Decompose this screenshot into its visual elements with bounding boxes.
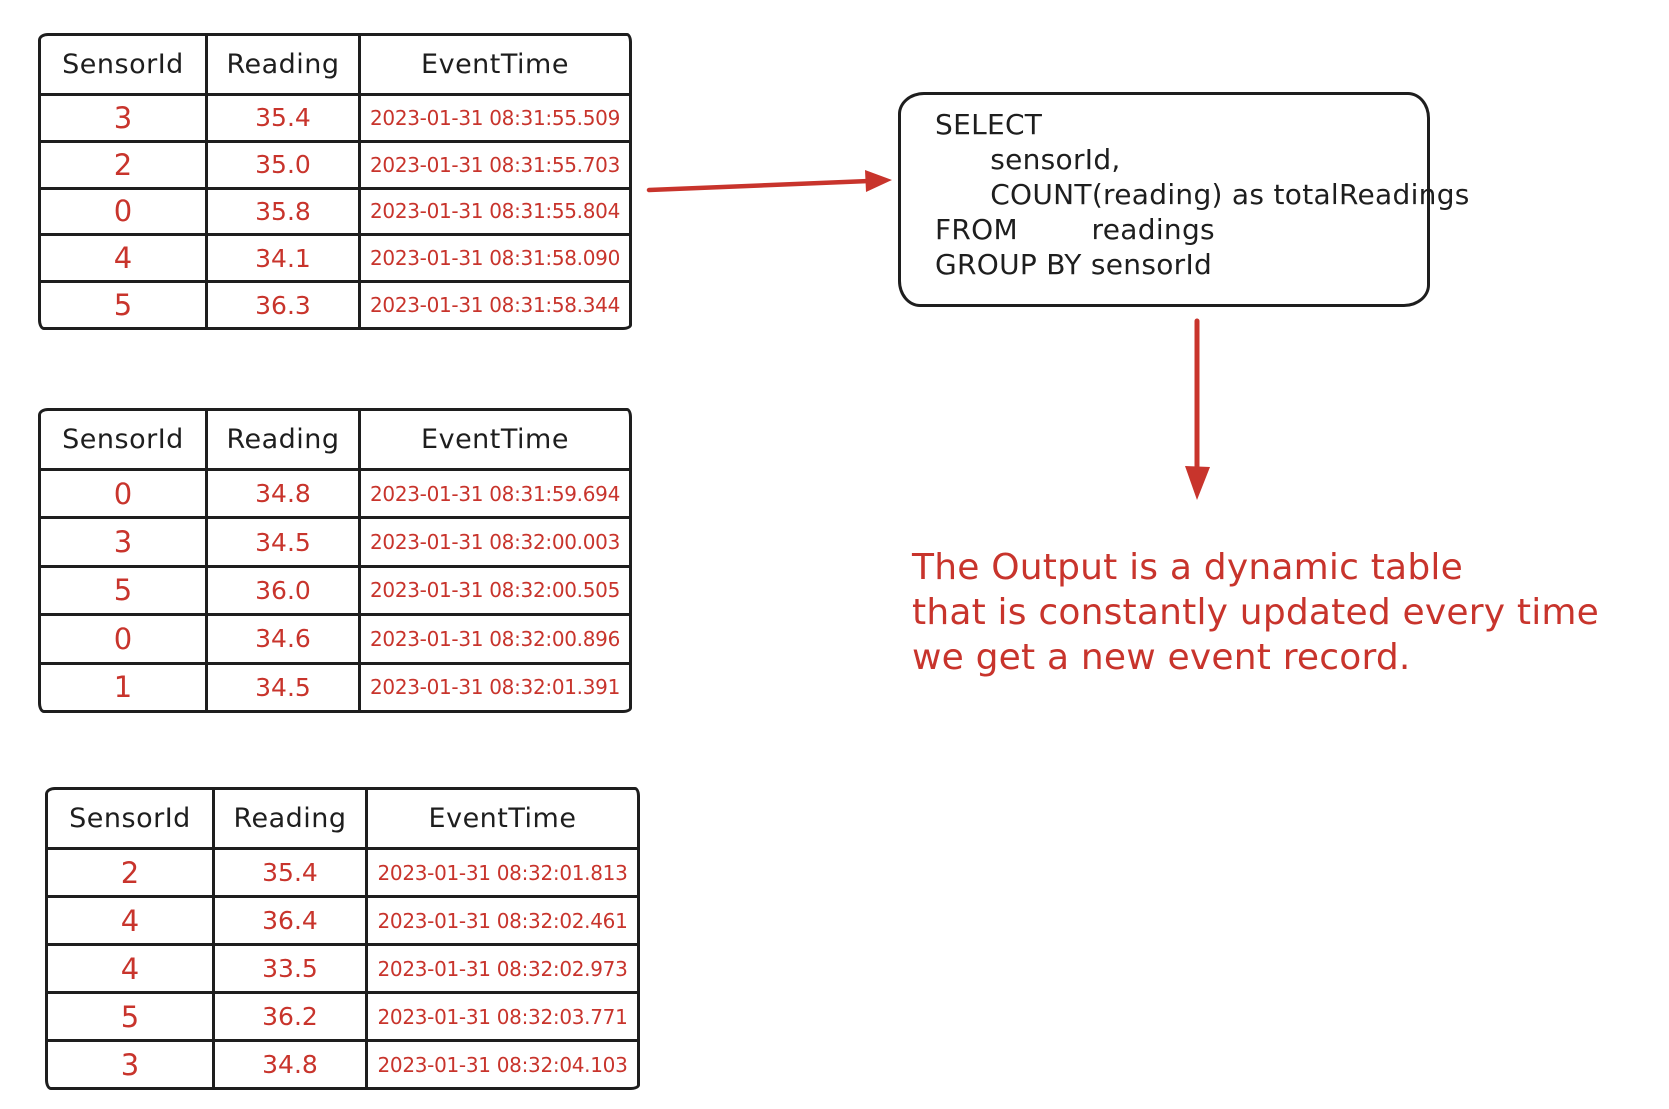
table-cell: 2023-01-31 08:31:59.694 <box>361 468 629 516</box>
note-line: we get a new event record. <box>912 637 1411 678</box>
table-cell: 33.5 <box>215 943 368 991</box>
table-cell: 34.5 <box>208 661 361 710</box>
table-cell: 2023-01-31 08:31:58.344 <box>361 280 629 327</box>
table-cell: 2 <box>48 847 215 895</box>
note-line: The Output is a dynamic table <box>912 547 1463 588</box>
table-cell: 35.4 <box>208 93 361 140</box>
table-cell: 2023-01-31 08:31:55.804 <box>361 186 629 234</box>
sql-line: COUNT(reading) as totalReadings <box>935 178 1470 211</box>
table-cell: 2023-01-31 08:31:58.090 <box>361 233 629 280</box>
arrow-right-icon <box>646 170 892 193</box>
table-cell: 5 <box>41 564 208 614</box>
table-cell: 3 <box>41 93 208 140</box>
table-cell: 36.4 <box>215 895 368 943</box>
sql-line: SELECT <box>935 108 1043 141</box>
note-line: that is constantly updated every time <box>912 592 1600 633</box>
table-cell: 1 <box>41 661 208 710</box>
header-cell: SensorId <box>41 411 208 468</box>
output-note: The Output is a dynamic table that is co… <box>912 545 1599 680</box>
table-cell: 2023-01-31 08:32:04.103 <box>368 1039 637 1087</box>
sql-line: FROM readings <box>935 213 1215 246</box>
table-cell: 2023-01-31 08:32:03.771 <box>368 991 637 1039</box>
table-cell: 4 <box>48 895 215 943</box>
table-cell: 0 <box>41 468 208 517</box>
table-cell: 2023-01-31 08:31:55.509 <box>361 93 629 140</box>
arrow-down-icon <box>1185 318 1210 500</box>
table-cell: 4 <box>48 943 215 991</box>
table-cell: 34.6 <box>208 613 361 662</box>
header-cell: Reading <box>208 411 361 468</box>
table-cell: 34.8 <box>208 468 361 517</box>
table-cell: 36.3 <box>208 280 361 327</box>
table-cell: 3 <box>48 1039 215 1087</box>
table-cell: 36.2 <box>215 991 368 1039</box>
table-cell: 35.8 <box>208 186 361 234</box>
table-cell: 0 <box>41 186 208 234</box>
header-cell: EventTime <box>421 49 569 80</box>
header-cell: EventTime <box>428 803 577 834</box>
sql-line: GROUP BY sensorId <box>935 248 1213 281</box>
table-cell: 2023-01-31 08:31:55.703 <box>361 139 629 187</box>
table-cell: 35.0 <box>208 139 361 187</box>
table-cell: 2023-01-31 08:32:00.003 <box>361 516 629 564</box>
table-cell: 2023-01-31 08:32:01.813 <box>368 847 637 895</box>
table-cell: 5 <box>48 991 215 1039</box>
sql-query-box: SELECT sensorId, COUNT(reading) as total… <box>898 92 1470 307</box>
table-cell: 5 <box>41 280 208 327</box>
header-cell: EventTime <box>421 424 569 455</box>
table-cell: 2023-01-31 08:32:00.896 <box>361 613 629 661</box>
table-cell: 36.0 <box>208 564 361 614</box>
table-cell: 2023-01-31 08:32:02.973 <box>368 943 637 991</box>
header-cell: Reading <box>215 790 368 847</box>
table-cell: 35.4 <box>215 847 368 895</box>
header-cell: SensorId <box>48 790 215 847</box>
table-cell: 0 <box>41 613 208 662</box>
table-cell: 2023-01-31 08:32:01.391 <box>361 661 629 710</box>
table-cell: 2 <box>41 139 208 187</box>
table-cell: 2023-01-31 08:32:00.505 <box>361 564 629 613</box>
table-cell: 34.8 <box>215 1039 368 1087</box>
table-cell: 2023-01-31 08:32:02.461 <box>368 895 637 943</box>
table-cell: 34.5 <box>208 516 361 565</box>
sql-line: sensorId, <box>935 143 1121 176</box>
table-cell: 3 <box>41 516 208 565</box>
table-cell: 4 <box>41 233 208 281</box>
header-cell: Reading <box>208 36 361 93</box>
table-cell: 34.1 <box>208 233 361 281</box>
header-cell: SensorId <box>41 36 208 93</box>
